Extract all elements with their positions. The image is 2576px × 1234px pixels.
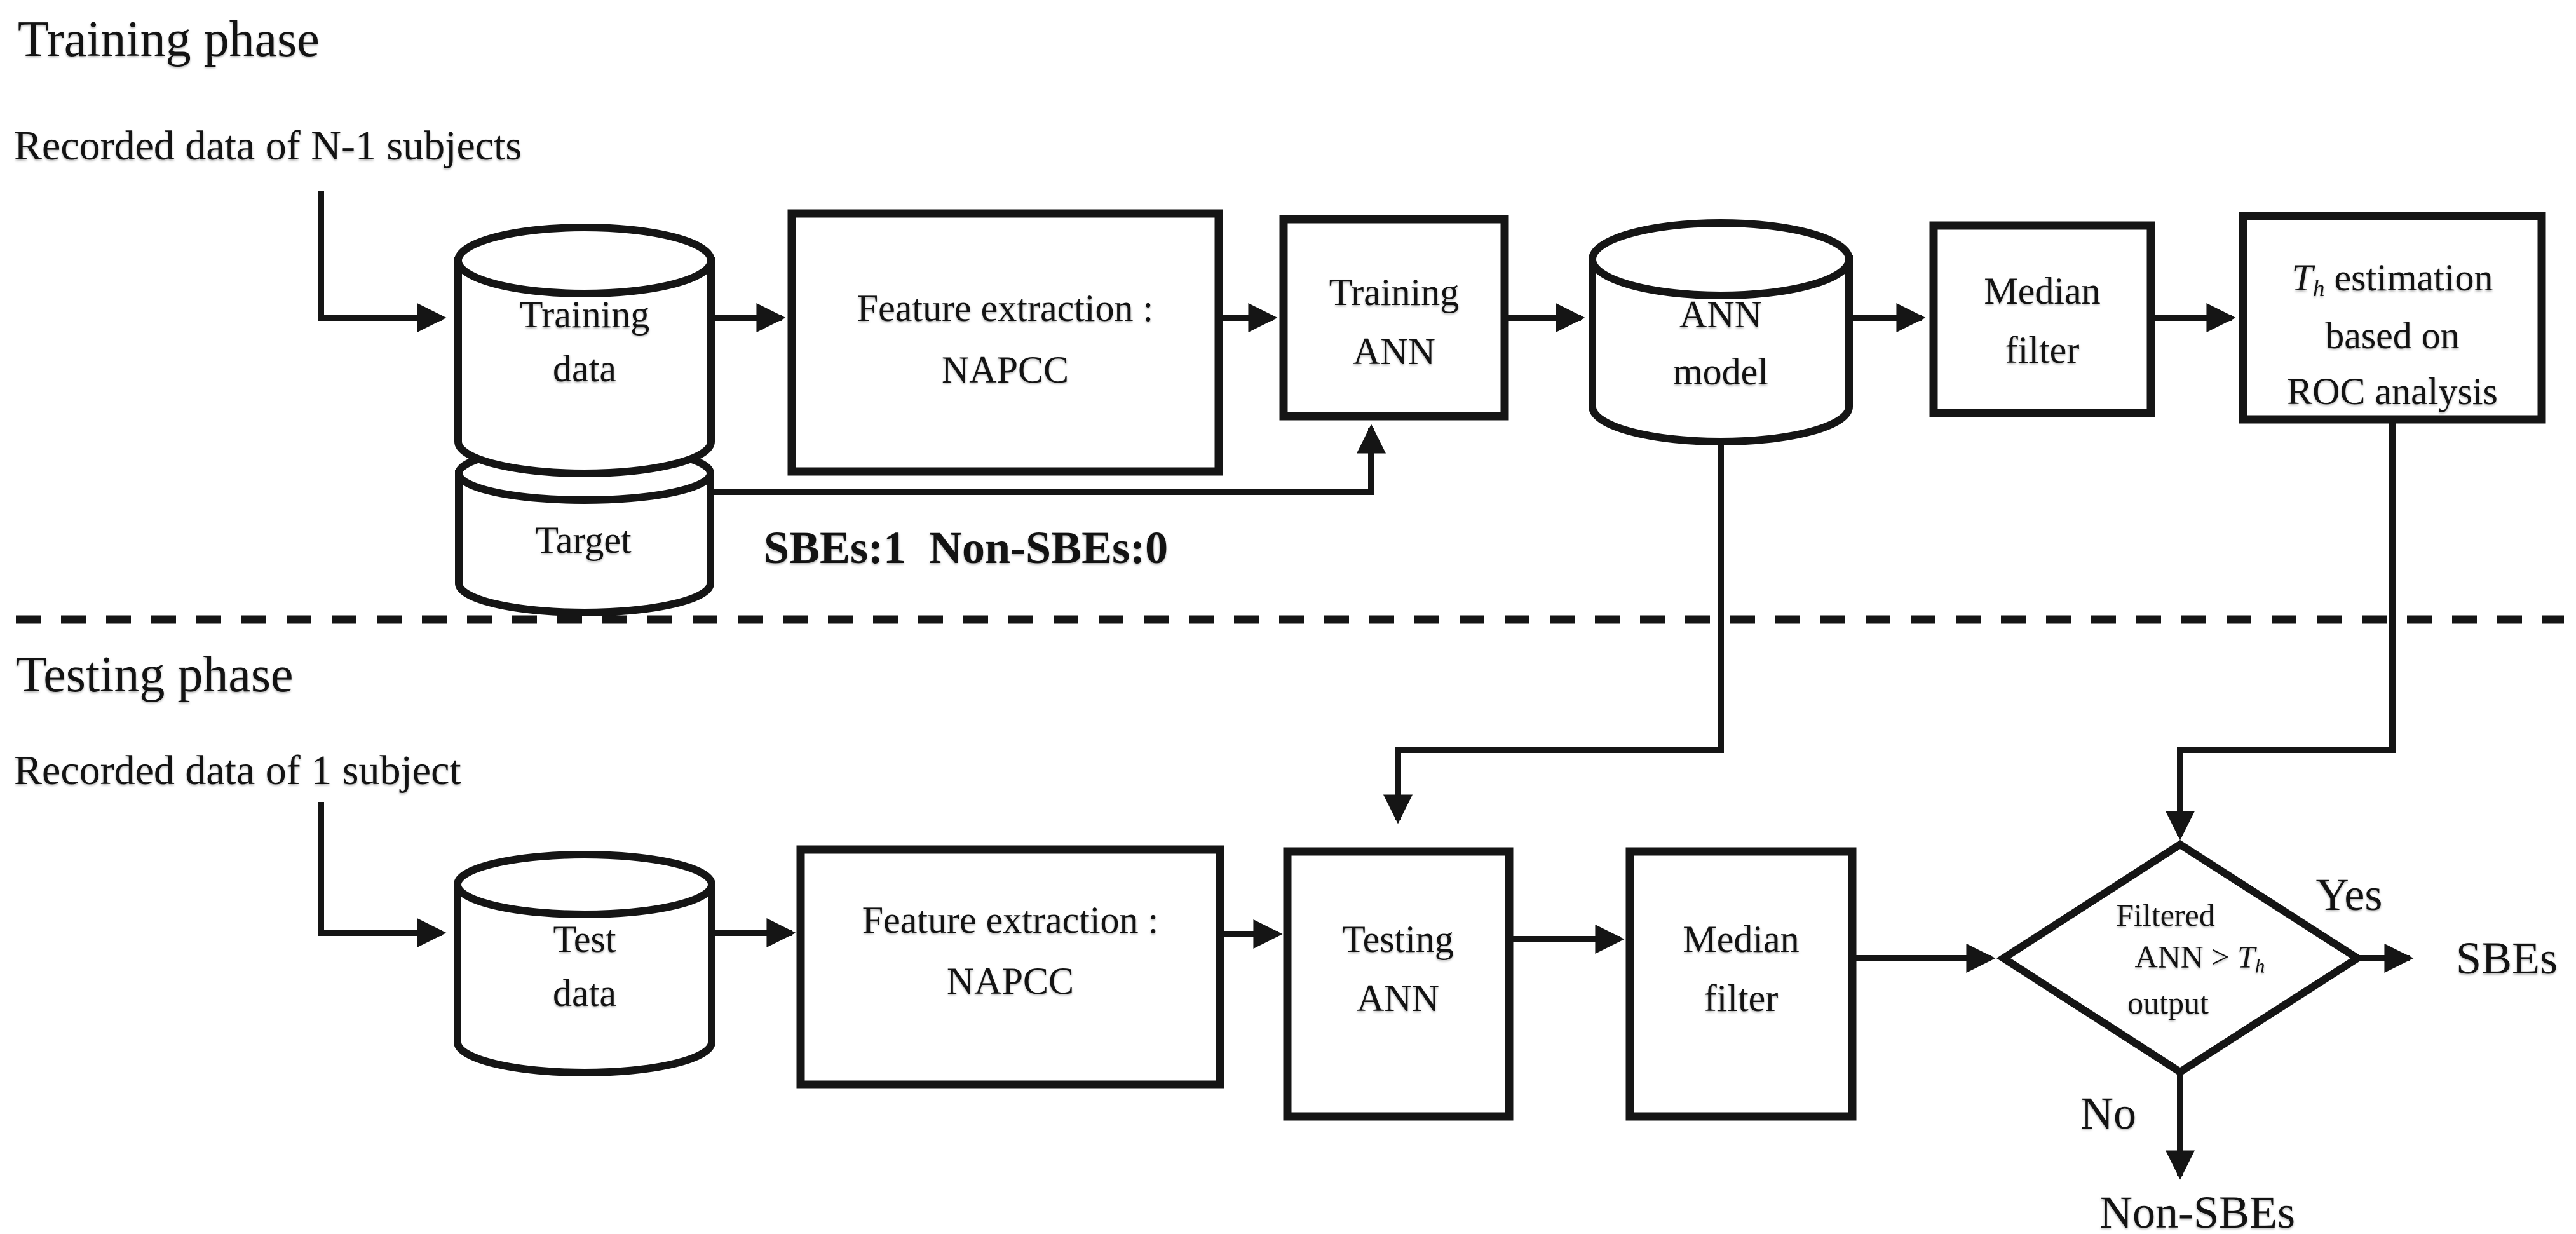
median-filter-test-label-line1: Median xyxy=(1683,918,1800,960)
th-symbol-sub: h xyxy=(2312,276,2325,302)
ann-model-label-line1: ANN xyxy=(1679,294,1762,336)
feature-extraction-train-label-line1: Feature extraction : xyxy=(857,287,1154,329)
median-filter-train-label-line1: Median xyxy=(1984,270,2101,312)
th-to-decision-connector xyxy=(2166,421,2396,841)
training-ann-box xyxy=(1279,215,1509,421)
ann-model-cylinder-shape xyxy=(1589,219,1853,445)
median-filter-train-label-line2: filter xyxy=(2005,329,2080,371)
training-input-connector xyxy=(318,191,447,332)
feature-extraction-test-box xyxy=(796,845,1224,1089)
test-data-cylinder-shape xyxy=(454,851,715,1076)
testing-ann-label-line2: ANN xyxy=(1357,977,1439,1019)
median-filter-train-box xyxy=(1929,221,2155,417)
th-estimation-label-line2: based on xyxy=(2325,315,2460,356)
testing-ann-label-line1: Testing xyxy=(1342,918,1454,960)
target-to-trainingann-connector xyxy=(709,424,1386,495)
testing-input-connector xyxy=(318,802,447,947)
sbes-outcome-label: SBEs xyxy=(2455,933,2558,984)
training-ann-label-line1: Training xyxy=(1329,271,1460,313)
feature-extraction-train-label-line2: NAPCC xyxy=(941,349,1069,391)
testing-phase-title: Testing phase xyxy=(16,647,294,703)
testing-ann-box xyxy=(1283,847,1514,1121)
th-estimation-rest: estimation xyxy=(2324,256,2493,299)
testing-input-label: Recorded data of 1 subject xyxy=(14,747,461,794)
decision-condition-text: ANN > xyxy=(2134,939,2238,975)
decision-label-line2: ANN > Th xyxy=(2135,941,2265,976)
training-data-label-line1: Training xyxy=(519,294,650,336)
th-estimation-label-line1: Th estimation xyxy=(2292,259,2493,301)
annmodel-to-testingann-connector xyxy=(1383,444,1724,824)
training-input-label: Recorded data of N-1 subjects xyxy=(14,123,522,169)
target-encoding-label: SBEs:1 Non-SBEs:0 xyxy=(763,522,1169,573)
test-data-label-line1: Test xyxy=(553,918,616,960)
training-phase-title: Training phase xyxy=(18,11,320,67)
decision-label-line1: Filtered xyxy=(2116,897,2215,933)
decision-th-sub: h xyxy=(2254,954,2265,977)
decision-diamond-shape xyxy=(1996,839,2365,1077)
feature-extraction-test-label-line2: NAPCC xyxy=(946,960,1074,1002)
training-data-label-line2: data xyxy=(553,348,616,390)
target-label: Target xyxy=(535,519,632,561)
th-estimation-label-line3: ROC analysis xyxy=(2287,370,2498,412)
training-data-cylinder-shape xyxy=(454,224,715,477)
training-ann-label-line2: ANN xyxy=(1353,330,1435,372)
decision-label-line3: output xyxy=(2127,985,2209,1020)
no-branch-label: No xyxy=(2080,1088,2136,1139)
median-filter-test-label-line2: filter xyxy=(1704,977,1779,1019)
non-sbes-outcome-label: Non-SBEs xyxy=(2099,1187,2296,1234)
th-estimation-box xyxy=(2239,212,2546,424)
decision-th-base: T xyxy=(2237,939,2255,975)
feature-extraction-train-box xyxy=(787,209,1223,476)
test-data-label-line2: data xyxy=(553,972,616,1014)
th-symbol-base: T xyxy=(2291,256,2313,299)
ann-model-label-line2: model xyxy=(1673,351,1768,393)
feature-extraction-test-label-line1: Feature extraction : xyxy=(862,899,1159,941)
median-filter-test-box xyxy=(1625,847,1857,1121)
yes-branch-label: Yes xyxy=(2315,869,2383,920)
